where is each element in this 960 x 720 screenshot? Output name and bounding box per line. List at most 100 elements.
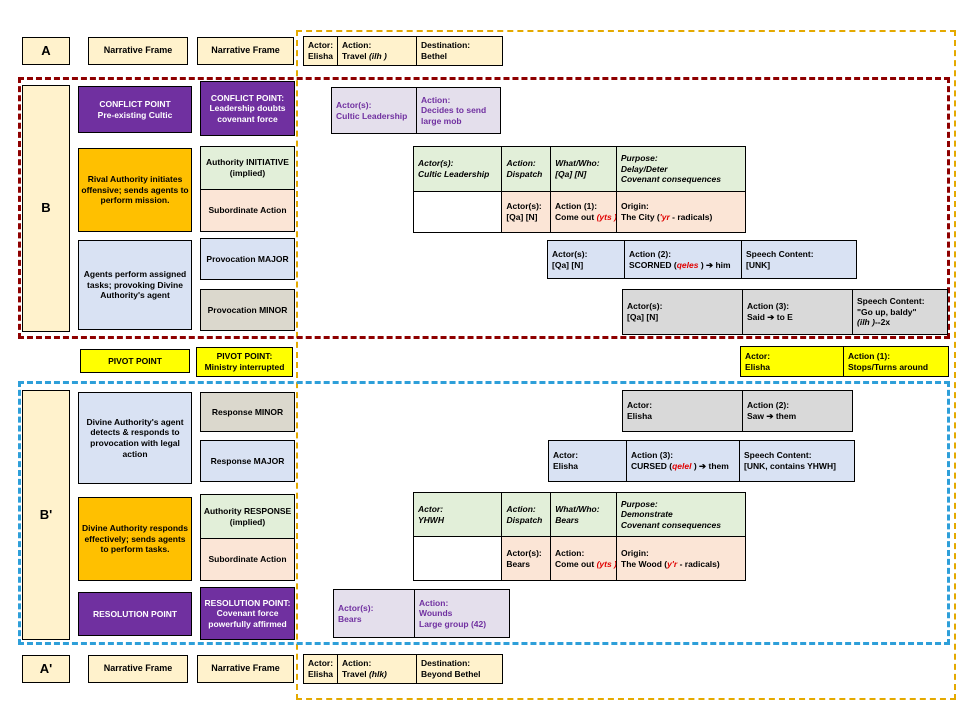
what-who-value: [Qa] [N] — [555, 169, 587, 179]
row-a-prime-narrative-frame-2: Narrative Frame — [197, 655, 294, 683]
actor-cell: Actor: Elisha — [304, 655, 337, 683]
section-b-prime-outline — [18, 381, 950, 645]
actor-header: Actor: — [418, 503, 444, 514]
authority-response-box: Authority RESPONSE (implied) — [200, 494, 295, 539]
action-cell: Action (1): Come out (yts ) — [550, 192, 617, 232]
authority-initiative-box: Authority INITIATIVE (implied) — [200, 146, 295, 190]
speech-cell: Speech Content: "Go up, baldy" (ilh )--2… — [852, 290, 947, 334]
bears-wounds-table: Actor(s): Bears Action: Wounds Large gro… — [333, 589, 510, 638]
speech-cell: Speech Content: [UNK] — [741, 241, 856, 278]
actor-value: YHWH — [418, 514, 444, 525]
destination-cell: Destination: Beyond Bethel — [416, 655, 502, 683]
what-who-cell: What/Who: [Qa] [N] — [550, 147, 616, 191]
speech-header: Speech Content: — [744, 450, 812, 461]
action-value: Travel (ilh ) — [342, 51, 387, 61]
action-header: Action: — [342, 658, 372, 669]
actor-cell: Actor: Elisha — [623, 391, 742, 431]
action-value: SCORNED (qeles ) ➔ him — [629, 259, 731, 270]
scorned-table: Actor(s): [Qa] [N] Action (2): SCORNED (… — [547, 240, 857, 279]
destination-cell: Destination: Bethel — [416, 37, 502, 65]
section-b-outline — [18, 77, 950, 339]
rival-authority-box: Rival Authority initiates offensive; sen… — [78, 148, 192, 232]
action-cell: Action (3): CURSED (qelel ) ➔ them — [626, 441, 739, 481]
action-value: Stops/Turns around — [848, 361, 929, 372]
action-header: Action (1): — [848, 350, 891, 361]
actor-value: Elisha — [745, 361, 771, 372]
pivot-detail-line1: PIVOT POINT: — [216, 351, 273, 362]
speech-cell: Speech Content: [UNK, contains YHWH] — [739, 441, 854, 481]
action-cell: Action: Dispatch — [501, 147, 551, 191]
destination-header: Destination: — [421, 40, 471, 51]
response-major-box: Response MAJOR — [200, 440, 295, 482]
actor-header: Actor(s): — [338, 602, 374, 613]
actor-header: Actor: — [308, 658, 334, 669]
speech-value: [UNK, contains YHWH] — [744, 461, 836, 471]
actor-cell: Actor(s): [Qa] [N] — [548, 241, 624, 278]
row-a-narrative-frame-1: Narrative Frame — [88, 37, 188, 65]
action-value: CURSED (qelel ) ➔ them — [631, 461, 729, 471]
origin-header: Origin: — [621, 547, 649, 558]
actor-header: Actor(s): — [506, 201, 542, 212]
action-header: Action: — [506, 503, 536, 514]
action-cell: Action: Dispatch — [501, 493, 551, 536]
action-header: Action (3): — [631, 450, 674, 461]
dispatch-table: Actor(s): Cultic Leadership Action: Disp… — [413, 146, 746, 233]
origin-value: The City ('yr - radicals) — [621, 212, 713, 222]
what-who-value: Bears — [555, 514, 579, 525]
resolution-detail-line1: RESOLUTION POINT: — [204, 597, 291, 608]
divine-detects-box: Divine Authority's agent detects & respo… — [78, 392, 192, 484]
section-b-prime-label: B' — [22, 390, 70, 640]
action-line2: large mob — [421, 115, 462, 126]
purpose-header: Purpose: — [620, 153, 658, 164]
action-cell: Action (2): Saw ➔ them — [742, 391, 852, 431]
action-cell: Action: Travel (hlk) — [337, 655, 416, 683]
conflict-point-box: CONFLICT POINT Pre-existing Cultic — [78, 86, 192, 133]
speech-header: Speech Content: — [857, 296, 925, 307]
action-header: Action: — [342, 40, 372, 51]
actor-value: [Qa] [N] — [627, 312, 659, 322]
actor-cell: Actor(s): Bears — [334, 590, 414, 637]
purpose-cell: Purpose: Demonstrate Covenant consequenc… — [615, 493, 746, 536]
action-header: Action: — [419, 597, 449, 608]
actor-cell: Actor: YHWH — [414, 493, 502, 536]
actor-value: Cultic Leadership — [418, 169, 490, 179]
dispatch-table-b-prime: Actor: YHWH Action: Dispatch What/Who: B… — [413, 492, 746, 581]
action-header: Action (2): — [629, 248, 672, 259]
provocation-major-box: Provocation MAJOR — [200, 238, 295, 280]
action-cell: Action: Come out (yts ) — [550, 537, 617, 580]
actor-cell: Actor(s): Cultic Leadership — [332, 88, 416, 133]
action-header: Action: — [421, 94, 451, 105]
action-line1: Decides to send — [421, 105, 487, 116]
resolution-point-detail-box: RESOLUTION POINT: Covenant force powerfu… — [200, 587, 295, 640]
action-line1: Wounds — [419, 608, 453, 619]
action-cell: Action: Travel (ilh ) — [337, 37, 416, 65]
destination-value: Bethel — [421, 51, 447, 61]
speech-header: Speech Content: — [746, 248, 814, 259]
cultic-decision-table: Actor(s): Cultic Leadership Action: Deci… — [331, 87, 501, 134]
action-cell: Action: Decides to send large mob — [416, 88, 500, 133]
action-header: Action (3): — [747, 301, 790, 312]
speech-value: [UNK] — [746, 259, 771, 270]
actor-cell: Actor(s): [Qa] [N] — [623, 290, 742, 334]
actor-value: Elisha — [627, 411, 653, 421]
actor-value: [Qa] [N] — [506, 212, 538, 222]
conflict-point-detail-box: CONFLICT POINT: Leadership doubts covena… — [200, 81, 295, 136]
provocation-minor-box: Provocation MINOR — [200, 289, 295, 331]
actor-header: Actor: — [627, 400, 653, 411]
what-who-cell: What/Who: Bears — [550, 493, 616, 536]
actor-cell: Actor: Elisha — [304, 37, 337, 65]
action-header: Action: — [555, 547, 585, 558]
actor-value: Bears — [506, 558, 530, 569]
origin-value: The Wood (y'r - radicals) — [621, 558, 720, 569]
purpose-line1: Demonstrate — [620, 509, 673, 520]
actor-header: Actor(s): — [627, 301, 663, 312]
conflict-detail-line3: covenant force — [217, 113, 278, 124]
row-a-prime-label: A' — [22, 655, 70, 683]
dispatch-sub-row: Actor(s): [Qa] [N] Action (1): Come out … — [414, 191, 746, 232]
origin-header: Origin: — [621, 201, 649, 212]
action-value: Saw ➔ them — [747, 411, 797, 421]
action-value: Said ➔ to E — [747, 312, 793, 322]
conflict-point-line1: CONFLICT POINT — [99, 98, 171, 109]
subordinate-action-box: Subordinate Action — [200, 538, 295, 581]
agents-perform-box: Agents perform assigned tasks; provoking… — [78, 240, 192, 330]
